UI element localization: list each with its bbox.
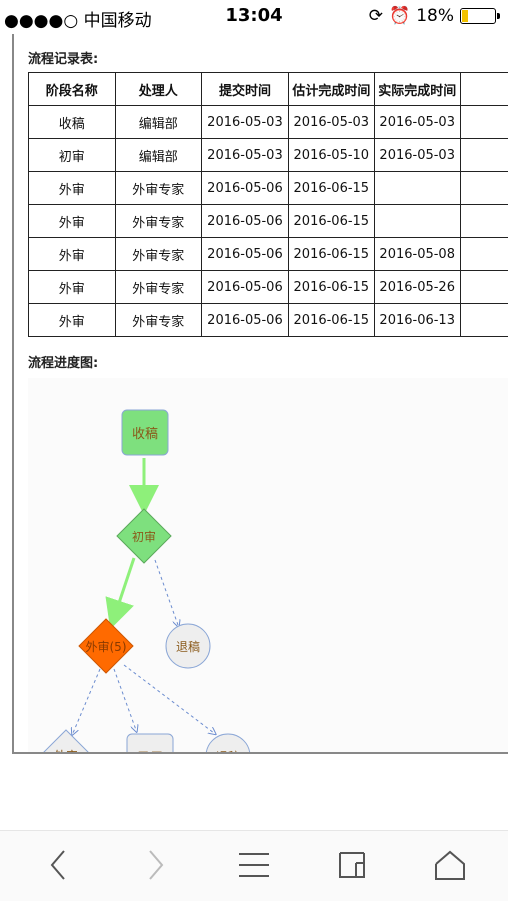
battery-percent: 18% xyxy=(416,6,454,26)
cell-handler: 外审专家 xyxy=(115,304,202,337)
header-estimated-time: 估计完成时间 xyxy=(288,73,374,106)
battery-fill xyxy=(462,10,468,22)
alarm-icon: ⏰ xyxy=(389,6,410,26)
cell-extra xyxy=(460,172,508,205)
table-row: 外审 外审专家 2016-05-06 2016-06-15 2016-05-08 xyxy=(29,238,508,271)
table-row: 收稿 编辑部 2016-05-03 2016-05-03 2016-05-03 xyxy=(29,106,508,139)
home-button[interactable] xyxy=(430,845,470,885)
cell-actual: 2016-05-08 xyxy=(374,238,460,271)
forward-button[interactable] xyxy=(136,845,176,885)
cell-estimated: 2016-05-10 xyxy=(288,139,374,172)
content-frame: 流程记录表: 阶段名称 处理人 提交时间 估计完成时间 实际完成时间 收稿 编辑… xyxy=(12,34,508,754)
cell-extra xyxy=(460,238,508,271)
cell-actual xyxy=(374,172,460,205)
cell-actual: 2016-05-26 xyxy=(374,271,460,304)
back-button[interactable] xyxy=(38,845,78,885)
cell-stage: 初审 xyxy=(29,139,116,172)
table-row: 外审 外审专家 2016-05-06 2016-06-15 2016-05-26 xyxy=(29,271,508,304)
cell-actual: 2016-05-03 xyxy=(374,106,460,139)
node-first-review-label: 初审 xyxy=(132,529,156,544)
cell-stage: 外审 xyxy=(29,172,116,205)
records-title: 流程记录表: xyxy=(28,48,98,67)
cell-handler: 编辑部 xyxy=(115,106,202,139)
cell-extra xyxy=(460,205,508,238)
status-right: ⟳ ⏰ 18% xyxy=(369,6,496,26)
cell-extra xyxy=(460,106,508,139)
menu-button[interactable] xyxy=(234,845,274,885)
cell-estimated: 2016-06-15 xyxy=(288,172,374,205)
cell-estimated: 2016-06-15 xyxy=(288,238,374,271)
cell-submit: 2016-05-06 xyxy=(202,304,289,337)
node-received-label: 收稿 xyxy=(132,426,158,442)
flow-diagram: 收稿 初审 退稿 外审(5) 外审 录用 退稿 xyxy=(28,378,508,754)
cell-extra xyxy=(460,271,508,304)
cell-actual: 2016-05-03 xyxy=(374,139,460,172)
cell-estimated: 2016-06-15 xyxy=(288,304,374,337)
node-reject-1-label: 退稿 xyxy=(176,639,200,654)
table-row: 初审 编辑部 2016-05-03 2016-05-10 2016-05-03 xyxy=(29,139,508,172)
table-row: 外审 外审专家 2016-05-06 2016-06-15 xyxy=(29,205,508,238)
status-bar: ●●●●○ 中国移动 13:04 ⟳ ⏰ 18% xyxy=(0,0,508,34)
cell-handler: 外审专家 xyxy=(115,238,202,271)
cell-estimated: 2016-06-15 xyxy=(288,205,374,238)
cell-estimated: 2016-06-15 xyxy=(288,271,374,304)
menu-icon xyxy=(237,851,271,879)
table-row: 外审 外审专家 2016-05-06 2016-06-15 2016-06-13 xyxy=(29,304,508,337)
node-external-subreview-label: 外审 xyxy=(54,748,78,754)
cell-submit: 2016-05-06 xyxy=(202,172,289,205)
diagram-title: 流程进度图: xyxy=(28,352,98,371)
cell-handler: 外审专家 xyxy=(115,205,202,238)
node-external-review-label: 外审(5) xyxy=(86,639,127,654)
header-extra xyxy=(460,73,508,106)
cell-submit: 2016-05-06 xyxy=(202,271,289,304)
cell-actual xyxy=(374,205,460,238)
cell-stage: 外审 xyxy=(29,304,116,337)
header-stage: 阶段名称 xyxy=(29,73,116,106)
header-actual-time: 实际完成时间 xyxy=(374,73,460,106)
cell-extra xyxy=(460,139,508,172)
cell-extra xyxy=(460,304,508,337)
back-icon xyxy=(46,848,70,882)
table-row: 外审 外审专家 2016-05-06 2016-06-15 xyxy=(29,172,508,205)
battery-icon xyxy=(460,8,496,24)
cell-stage: 外审 xyxy=(29,238,116,271)
records-table: 阶段名称 处理人 提交时间 估计完成时间 实际完成时间 收稿 编辑部 2016-… xyxy=(28,72,508,337)
table-header-row: 阶段名称 处理人 提交时间 估计完成时间 实际完成时间 xyxy=(29,73,508,106)
cell-submit: 2016-05-06 xyxy=(202,205,289,238)
cell-actual: 2016-06-13 xyxy=(374,304,460,337)
cell-handler: 编辑部 xyxy=(115,139,202,172)
cell-estimated: 2016-05-03 xyxy=(288,106,374,139)
cell-stage: 外审 xyxy=(29,205,116,238)
edge-first-review-to-external xyxy=(114,558,134,618)
cell-handler: 外审专家 xyxy=(115,172,202,205)
node-accept-label: 录用 xyxy=(137,751,163,754)
edge-first-review-to-reject xyxy=(155,560,178,625)
cell-submit: 2016-05-06 xyxy=(202,238,289,271)
home-icon xyxy=(433,849,467,881)
cell-handler: 外审专家 xyxy=(115,271,202,304)
edge-external-to-reject xyxy=(124,665,214,733)
cell-stage: 外审 xyxy=(29,271,116,304)
edge-external-to-accept xyxy=(114,669,136,730)
flow-diagram-svg: 收稿 初审 退稿 外审(5) 外审 录用 退稿 xyxy=(28,378,508,754)
cell-stage: 收稿 xyxy=(29,106,116,139)
lock-rotation-icon: ⟳ xyxy=(369,6,383,26)
tabs-icon xyxy=(336,849,368,881)
forward-icon xyxy=(144,848,168,882)
edge-external-to-subreview xyxy=(73,669,100,733)
header-submit-time: 提交时间 xyxy=(202,73,289,106)
tabs-button[interactable] xyxy=(332,845,372,885)
node-reject-2-label: 退稿 xyxy=(216,749,240,754)
header-handler: 处理人 xyxy=(115,73,202,106)
cell-submit: 2016-05-03 xyxy=(202,139,289,172)
browser-toolbar xyxy=(0,830,508,901)
cell-submit: 2016-05-03 xyxy=(202,106,289,139)
